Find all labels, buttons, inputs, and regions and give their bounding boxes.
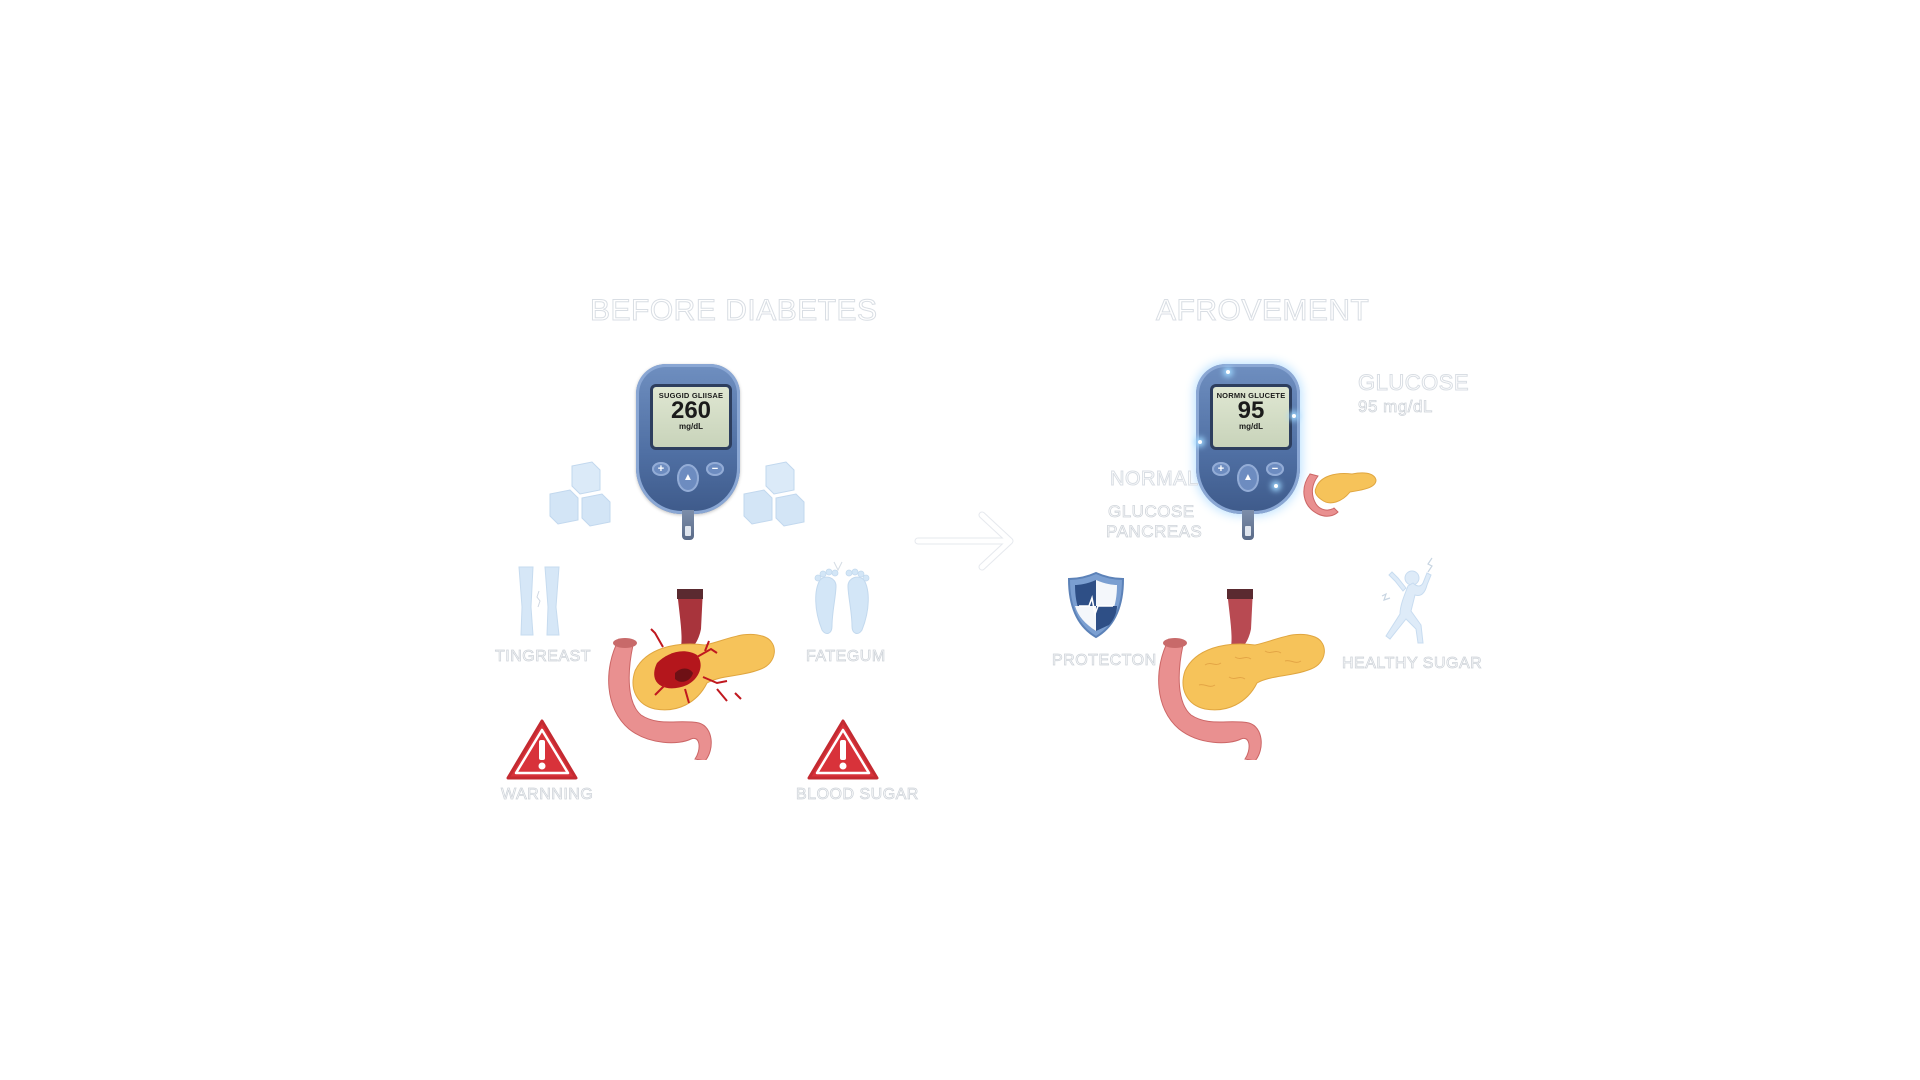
protection-label: PROTECTON [1052,652,1157,670]
sugar-cubes-icon [549,461,611,527]
up-down-icon: ▲ [677,464,699,492]
glucose-note-value: 95 mg/dL [1358,397,1433,417]
legs-icon [518,566,560,636]
warning-icon [506,719,578,780]
feet-icon [814,561,870,634]
plus-icon: + [1212,462,1230,476]
meter-screen-header: NORMN GLUCETE [1216,391,1286,400]
damaged-pancreas-illustration [608,589,775,760]
minus-icon: − [706,462,724,476]
normal-label: NORMAL [1110,468,1199,491]
arrow-right-icon [914,511,1014,571]
healthy-pancreas-illustration [1158,589,1325,760]
shield-icon [1067,571,1125,639]
pancreas-label: PANCREAS [1106,522,1203,542]
test-strip [682,510,694,540]
small-pancreas-icon [1303,472,1377,517]
meter-unit: mg/dL [1239,422,1263,431]
glucose-note-title: GLUCOSE [1357,370,1470,396]
meter-reading: 260 [670,397,712,424]
glucose-label: GLUCOSE [1108,502,1195,522]
meter-screen: NORMN GLUCETE 95 mg/dL [1210,384,1292,450]
meter-unit: mg/dL [679,422,703,431]
after-title: AFROVEMENT [1155,294,1370,328]
glucose-meter-high: SUGGID GLIISAE 260 mg/dL + ▲ − [636,364,740,540]
sugar-cubes-icon [743,461,805,527]
meter-reading: 95 [1237,397,1265,424]
meter-screen-header: SUGGID GLIISAE [658,391,724,400]
sparkle-icon [1274,484,1278,488]
healthy-sugar-label: HEALTHY SUGAR [1342,655,1483,673]
warning-icon [807,719,879,780]
sparkle-icon [1226,370,1230,374]
minus-icon: − [1266,462,1284,476]
warning-label: WARNNING [501,786,594,804]
blood-sugar-label: BLOOD SUGAR [796,786,919,804]
meter-screen: SUGGID GLIISAE 260 mg/dL [650,384,732,450]
test-strip [1242,510,1254,540]
before-title: BEFORE DIABETES [590,294,878,328]
legs-label: TINGREAST [495,648,592,666]
feet-label: FATEGUM [806,648,886,666]
sparkle-icon [1292,414,1296,418]
plus-icon: + [652,462,670,476]
glucose-meter-normal: NORMN GLUCETE 95 mg/dL + ▲ − [1196,364,1300,540]
up-down-icon: ▲ [1237,464,1259,492]
sparkle-icon [1198,440,1202,444]
healthy-person-icon [1381,557,1433,644]
